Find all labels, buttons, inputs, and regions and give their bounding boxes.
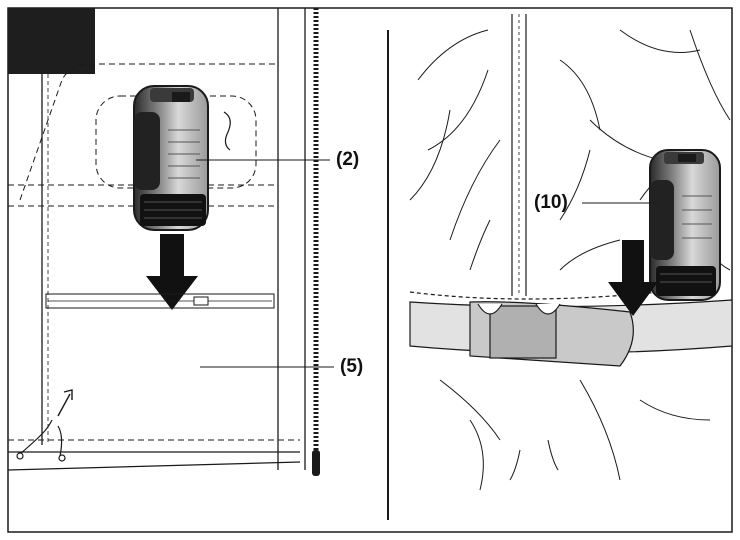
battery-pack-icon — [133, 85, 231, 231]
callout-indicator-label: (10) — [534, 192, 568, 213]
leg-lines — [439, 379, 711, 491]
right-panel-jacket-worn — [409, 14, 733, 491]
drawstring-icon — [16, 389, 73, 462]
worn-insert-down-arrow-icon — [608, 240, 658, 316]
flap-notch-left — [477, 303, 503, 315]
jacket-hem-dashed — [409, 291, 661, 300]
flap-center-panel — [489, 305, 557, 359]
flap-notch-right — [535, 303, 561, 315]
figure-border — [7, 7, 733, 533]
corner-block — [8, 8, 95, 74]
pocket-zipper — [45, 293, 275, 309]
insert-down-arrow-icon — [146, 234, 198, 310]
zipper-pull-icon — [312, 450, 320, 476]
callout-pocket-label: (5) — [340, 356, 364, 377]
callout-battery-label: (2) — [336, 149, 360, 170]
pocket-zipper-slider-icon — [193, 296, 209, 306]
left-panel-jacket-interior — [7, 8, 334, 476]
hem-bottom — [7, 461, 301, 471]
worn-battery-pack-icon — [649, 149, 721, 301]
panel-outline-dashed — [19, 63, 278, 201]
